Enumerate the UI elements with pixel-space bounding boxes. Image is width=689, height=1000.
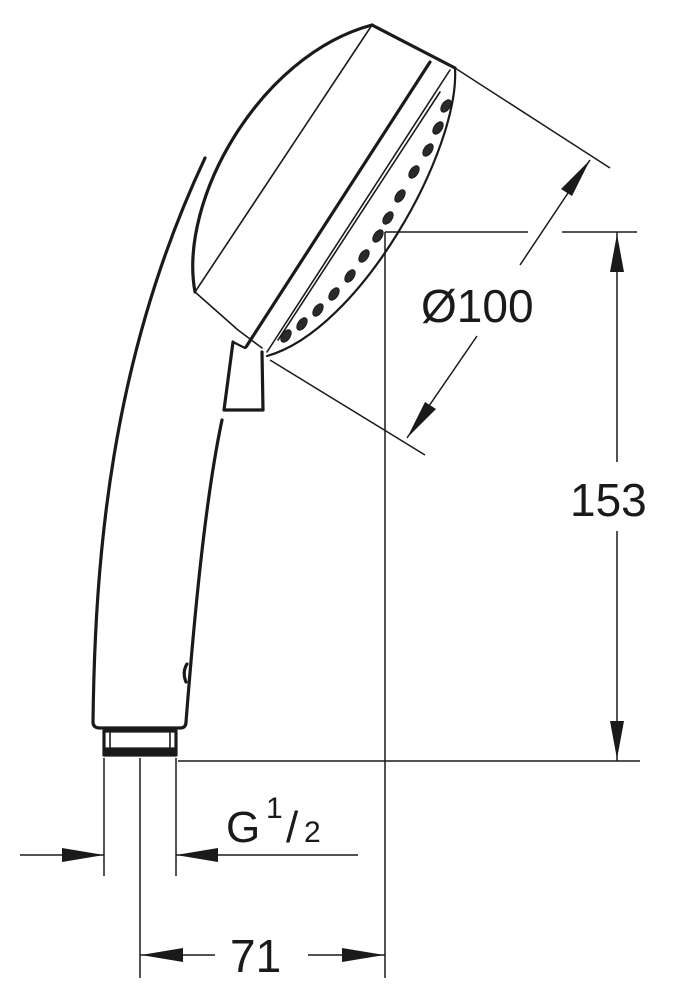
width-dimension: 71 <box>139 758 385 982</box>
thread-fraction-denominator: 2 <box>304 816 321 849</box>
spray-nozzles <box>280 99 452 343</box>
width-label: 71 <box>230 930 281 982</box>
shower-handle <box>91 156 224 730</box>
thread-fraction-slash: / <box>286 803 299 852</box>
height-label: 153 <box>570 474 647 526</box>
thread-dimension: G 1 / 2 <box>20 758 358 876</box>
shower-head <box>191 23 457 412</box>
thread-fraction-numerator: 1 <box>266 792 283 825</box>
diameter-dimension: Ø100 <box>269 67 611 456</box>
diameter-label: Ø100 <box>421 280 534 332</box>
thread-connector <box>102 729 178 757</box>
thread-label: G <box>226 803 260 852</box>
height-dimension: 153 <box>178 231 647 762</box>
